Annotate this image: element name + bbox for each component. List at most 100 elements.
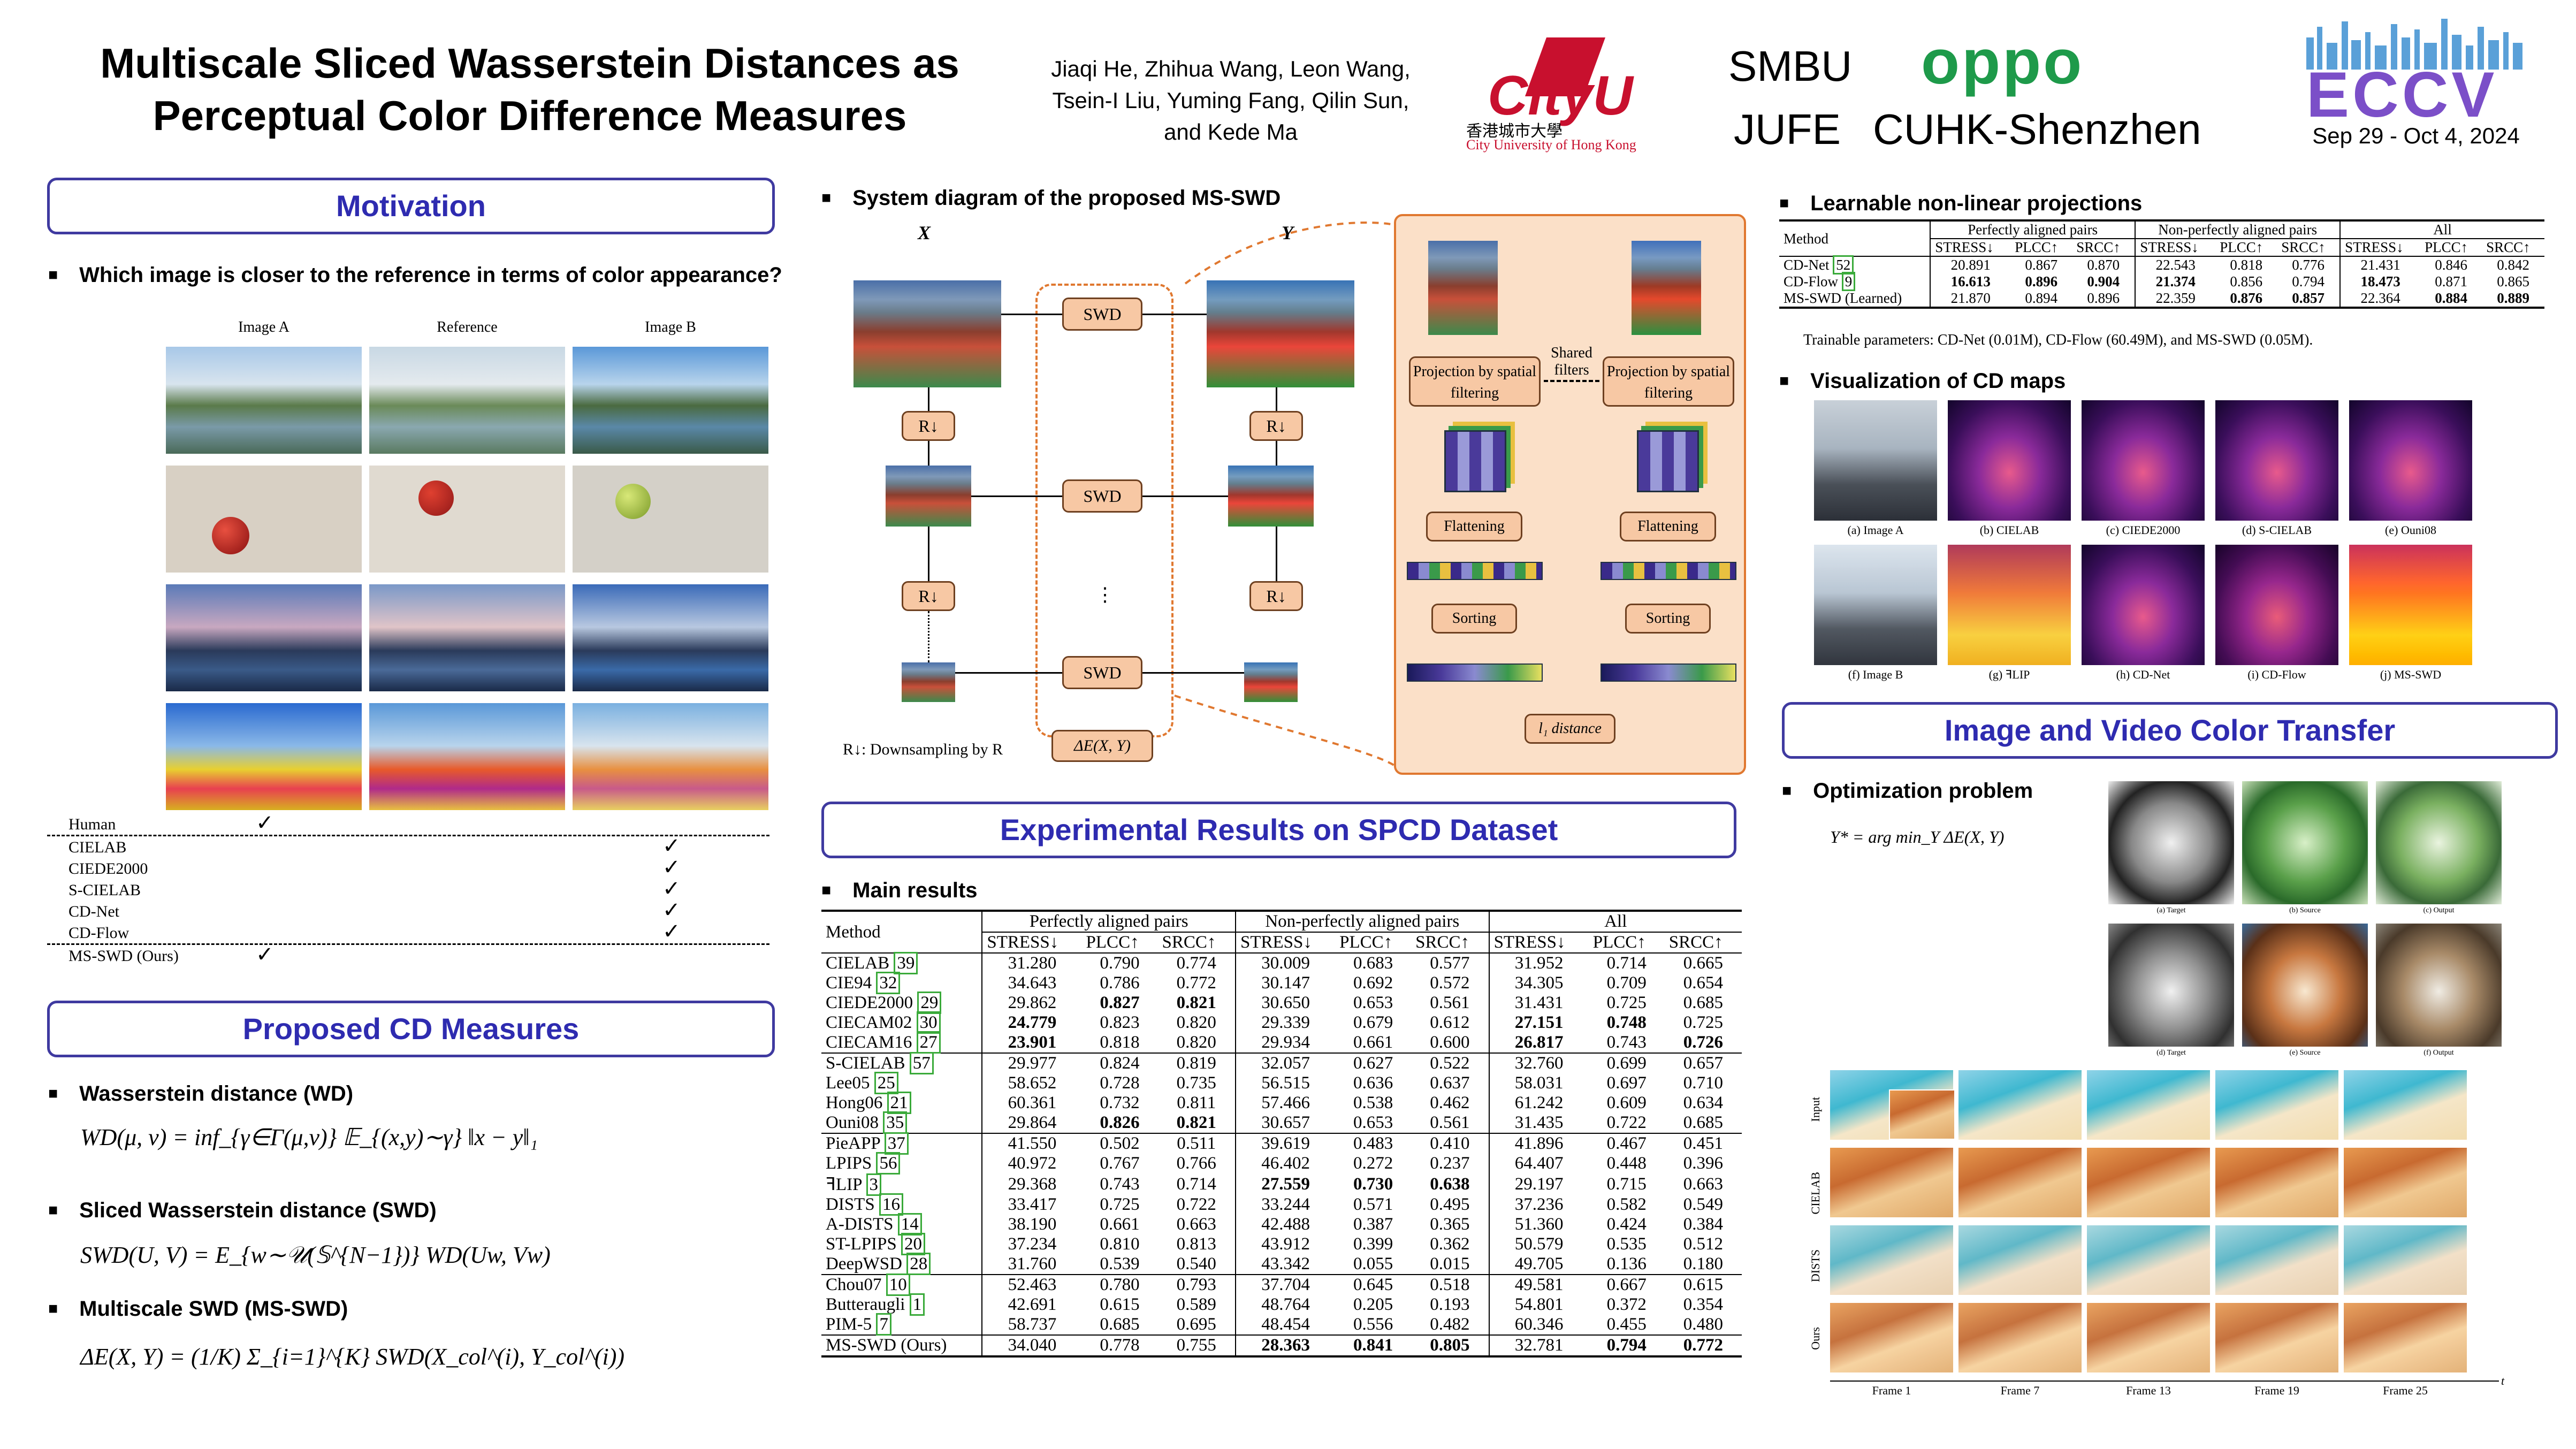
citation-link[interactable]: 9 <box>1841 272 1856 291</box>
value-cell: 0.871 <box>2435 273 2467 289</box>
learnable-heading: Learnable non-linear projections <box>1810 192 2143 215</box>
main-results-table: Method Perfectly aligned pairs Non-perfe… <box>821 910 1742 1358</box>
citation-link[interactable]: 1 <box>909 1293 925 1316</box>
value-cell: 29.368 <box>1008 1174 1057 1194</box>
swd-title: Sliced Wasserstein distance (SWD) <box>79 1199 437 1222</box>
patch-x <box>1428 241 1498 335</box>
citation-link[interactable]: 3 <box>866 1173 882 1196</box>
value-cell: 31.431 <box>1514 993 1564 1012</box>
value-cell: 0.780 <box>1081 1274 1158 1295</box>
citation-link[interactable]: 52 <box>1833 255 1854 274</box>
frame-label: Frame 1 <box>1872 1384 1911 1397</box>
transfer-caption: (a) Target <box>2156 906 2186 914</box>
citation-link[interactable]: 7 <box>876 1313 891 1336</box>
tulip-reference <box>369 703 565 810</box>
arrow <box>971 495 1062 497</box>
citation-link[interactable]: 21 <box>887 1092 911 1114</box>
method-cell: CD-Flow 9 <box>1779 272 1931 291</box>
citation-link[interactable]: 29 <box>917 992 942 1014</box>
value-cell: 0.539 <box>1100 1254 1140 1273</box>
ellipsis: ⋮ <box>1095 584 1115 605</box>
citation-link[interactable]: 57 <box>909 1052 934 1074</box>
col-header: SRCC↑ <box>2072 239 2136 256</box>
sorted-vector-x <box>1407 664 1543 682</box>
learnable-bullet: Learnable non-linear projections <box>1779 189 2142 217</box>
group-header-all: All <box>2340 220 2544 239</box>
downsample-node: R↓ <box>1249 581 1303 611</box>
value-cell: 0.480 <box>1683 1315 1723 1334</box>
citation-link[interactable]: 16 <box>879 1193 903 1216</box>
value-cell: 0.811 <box>1157 1093 1236 1113</box>
value-cell: 0.362 <box>1411 1234 1490 1254</box>
value-cell: 0.778 <box>1081 1334 1158 1356</box>
value-cell: 60.346 <box>1514 1315 1564 1334</box>
apple-icon <box>418 481 454 516</box>
check-icon: ✓ <box>256 942 274 966</box>
video-cielab-frame <box>2087 1148 2210 1217</box>
value-cell: 29.934 <box>1261 1033 1310 1052</box>
value-cell: 0.823 <box>1100 1013 1140 1032</box>
value-cell: 0.894 <box>2025 290 2058 306</box>
value-cell: 0.685 <box>1683 1113 1723 1132</box>
value-cell: 33.244 <box>1261 1195 1310 1214</box>
value-cell: 0.820 <box>1157 1013 1236 1033</box>
value-cell: 0.876 <box>2230 290 2263 306</box>
value-cell: 39.619 <box>1235 1133 1336 1154</box>
transfer-heading: Image and Video Color Transfer <box>1782 702 2558 759</box>
method-name: Hong06 <box>826 1093 883 1112</box>
citation-link[interactable]: 14 <box>897 1213 922 1236</box>
citation-link[interactable]: 10 <box>886 1273 910 1296</box>
value-cell: 0.193 <box>1411 1295 1490 1315</box>
value-cell: 0.857 <box>2277 290 2341 308</box>
value-cell: 0.856 <box>2230 273 2263 289</box>
feature-cube-x <box>1444 430 1506 492</box>
value-cell: 31.435 <box>1514 1113 1564 1132</box>
col-header: PLCC↑ <box>1592 933 1646 952</box>
shared-filters-label: Shared filters <box>1551 345 1592 378</box>
arrow <box>1001 314 1062 315</box>
method-cell: CIE94 32 <box>821 972 983 994</box>
motivation-heading: Motivation <box>47 178 775 234</box>
method-name: ST-LPIPS <box>826 1234 897 1254</box>
value-cell: 31.952 <box>1489 952 1589 973</box>
authors-line-3: and Kede Ma <box>1164 119 1298 144</box>
downsample-node: R↓ <box>902 411 955 441</box>
cdmap-flip <box>1948 545 2071 665</box>
value-cell: 41.550 <box>982 1133 1082 1154</box>
value-cell: 0.654 <box>1683 973 1723 993</box>
citation-link[interactable]: 27 <box>916 1031 941 1054</box>
citation-link[interactable]: 35 <box>883 1111 908 1134</box>
value-cell: 57.466 <box>1261 1093 1310 1112</box>
value-cell: 52.463 <box>982 1274 1082 1295</box>
title-line-2: Perceptual Color Difference Measures <box>153 91 907 139</box>
col-header: STRESS↓ <box>987 933 1059 952</box>
value-cell: 29.862 <box>1008 993 1057 1012</box>
value-cell: 22.364 <box>2360 290 2400 306</box>
citation-link[interactable]: 28 <box>906 1253 931 1275</box>
value-cell: 0.685 <box>1683 993 1723 1012</box>
col-label-reference: Reference <box>437 319 498 335</box>
citation-link[interactable]: 20 <box>901 1233 925 1255</box>
value-cell: 54.801 <box>1514 1295 1564 1314</box>
citation-link[interactable]: 32 <box>876 972 901 994</box>
value-cell: 0.667 <box>1588 1274 1665 1295</box>
group-header-aligned: Perfectly aligned pairs <box>982 911 1236 933</box>
value-cell: 28.363 <box>1235 1334 1336 1356</box>
citation-link[interactable]: 56 <box>876 1152 901 1175</box>
value-cell: 0.609 <box>1606 1093 1647 1112</box>
citation-link[interactable]: 39 <box>894 952 918 974</box>
arrow <box>1142 672 1244 674</box>
citation-link[interactable]: 37 <box>884 1132 909 1155</box>
method-cell: Lee05 25 <box>821 1072 983 1094</box>
citation-link[interactable]: 25 <box>874 1072 898 1094</box>
value-cell: 0.540 <box>1157 1254 1236 1275</box>
citation-link[interactable]: 30 <box>916 1011 941 1034</box>
method-cell: CIEDE2000 29 <box>821 992 983 1014</box>
